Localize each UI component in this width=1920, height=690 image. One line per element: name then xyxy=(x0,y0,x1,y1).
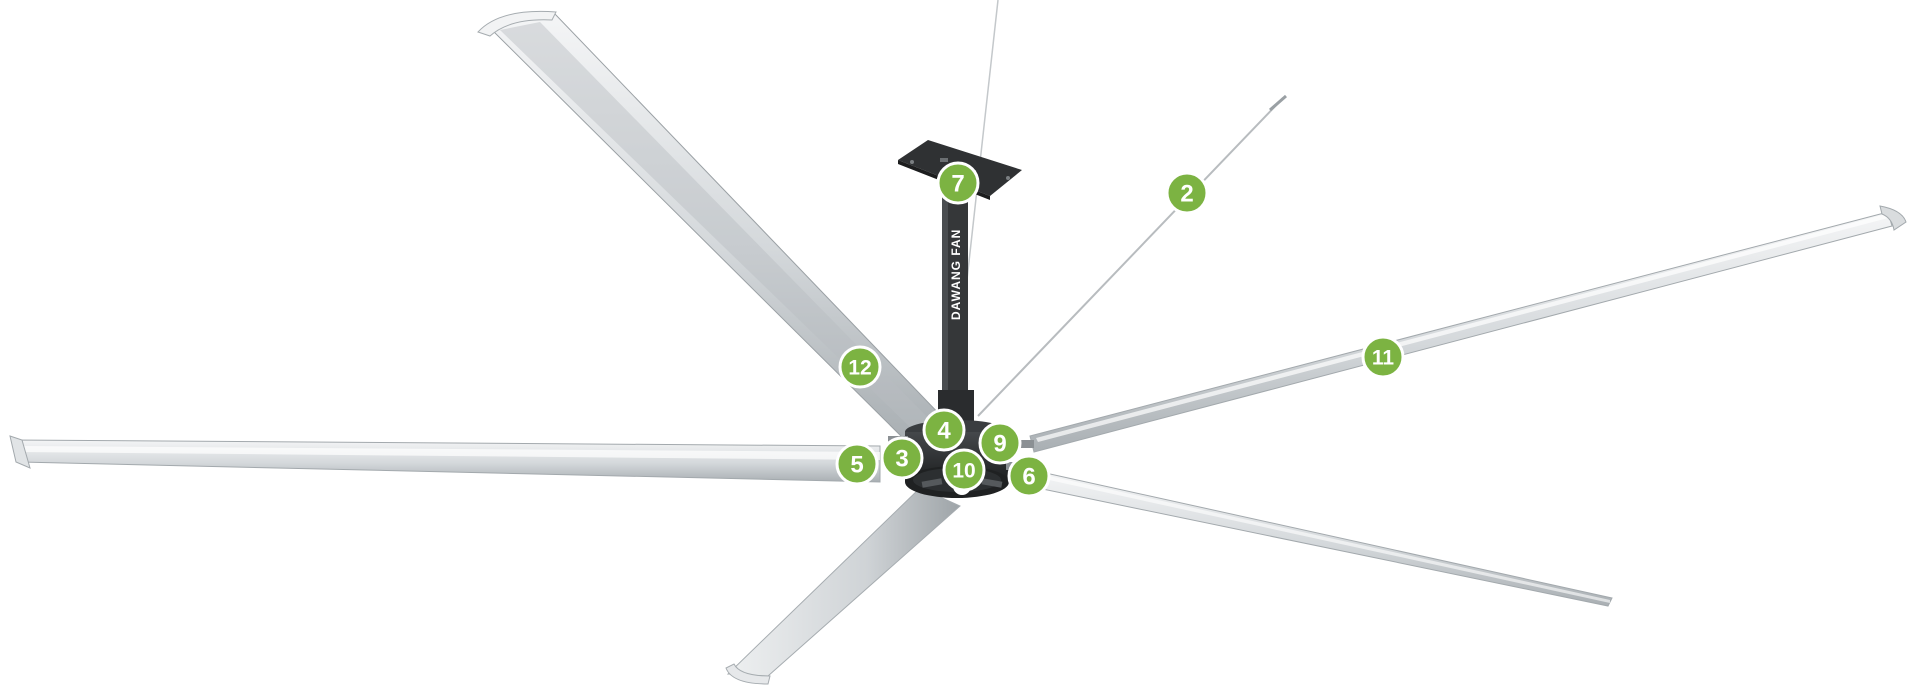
blade-left xyxy=(9,435,881,483)
callout-4: 4 xyxy=(922,408,966,452)
callout-5: 5 xyxy=(835,442,879,486)
callout-5-badge xyxy=(835,442,879,486)
callout-12: 12 xyxy=(838,345,882,389)
callout-2-label: 2 xyxy=(1180,181,1193,208)
callout-9: 9 xyxy=(978,421,1022,465)
callout-6: 6 xyxy=(1007,454,1051,498)
callout-12-badge xyxy=(838,345,882,389)
callout-2: 2 xyxy=(1165,171,1209,215)
callout-6-label: 6 xyxy=(1022,464,1035,491)
callout-4-badge xyxy=(922,408,966,452)
callout-7-badge xyxy=(936,161,980,205)
callout-9-label: 9 xyxy=(993,431,1006,458)
callout-12-label: 12 xyxy=(848,357,871,380)
callout-2-badge xyxy=(1165,171,1209,215)
callout-9-badge xyxy=(978,421,1022,465)
callout-10: 10 xyxy=(942,448,986,492)
callout-10-badge xyxy=(942,448,986,492)
callout-3-label: 3 xyxy=(895,446,908,473)
callout-7: 7 xyxy=(936,161,980,205)
callout-3-badge xyxy=(880,436,924,480)
callout-11-label: 11 xyxy=(1372,347,1395,370)
callout-5-label: 5 xyxy=(850,452,863,479)
callout-layer: 2 3 4 5 6 7 9 10 11 12 xyxy=(835,161,1405,498)
callout-10-label: 10 xyxy=(952,460,975,483)
callout-11: 11 xyxy=(1361,335,1405,379)
safety-cable-tip xyxy=(1269,94,1287,112)
blade-lower-right xyxy=(1027,469,1613,607)
blade-lower-left xyxy=(725,487,961,685)
callout-4-label: 4 xyxy=(937,418,951,445)
blade-upper-left xyxy=(477,10,946,441)
brand-label: DAWANG FAN xyxy=(949,229,963,320)
callout-7-label: 7 xyxy=(951,171,964,198)
blade-right xyxy=(1029,205,1907,453)
callout-6-badge xyxy=(1007,454,1051,498)
callout-11-badge xyxy=(1361,335,1405,379)
callout-3: 3 xyxy=(880,436,924,480)
safety-cable xyxy=(977,97,1284,417)
down-rod: DAWANG FAN xyxy=(942,188,968,398)
